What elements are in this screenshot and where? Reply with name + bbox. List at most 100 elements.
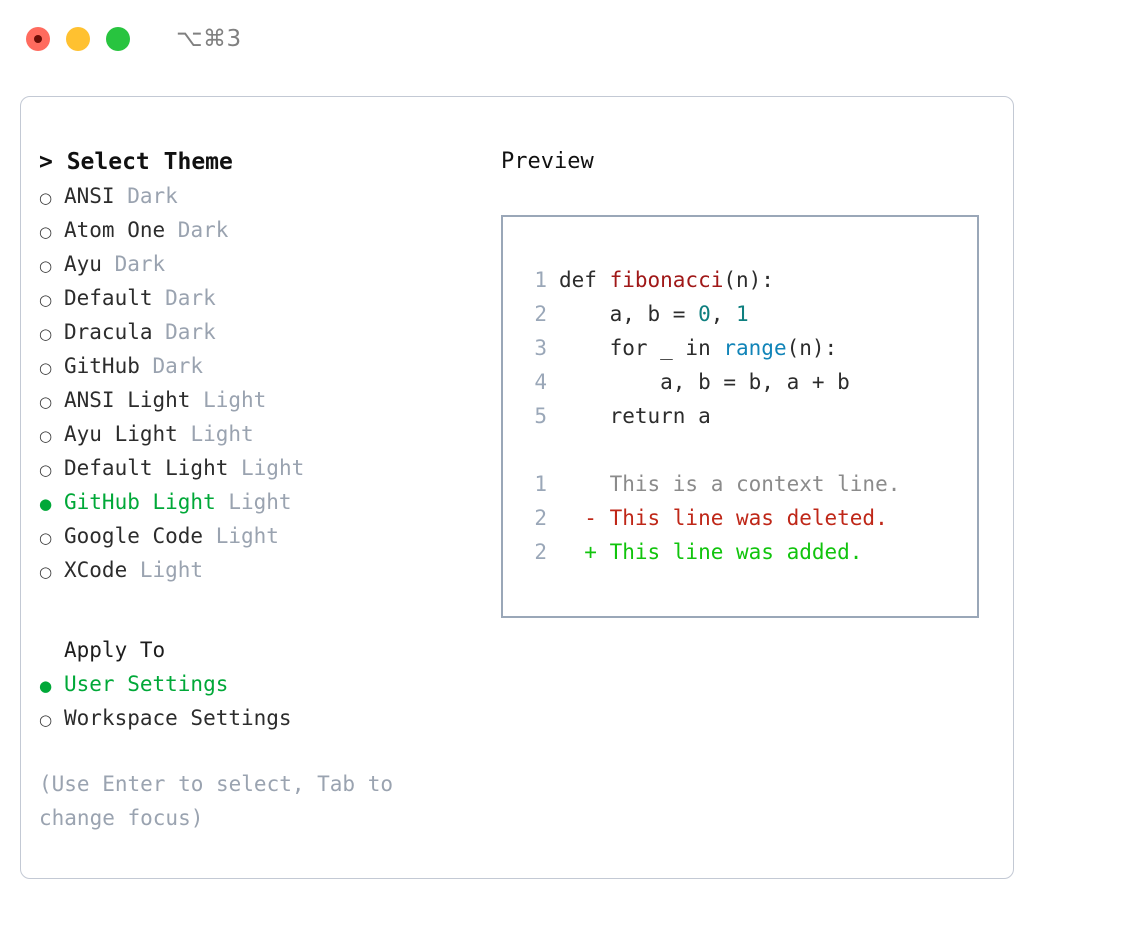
theme-list-item[interactable]: ● GitHub Light Light [39, 485, 499, 519]
close-button-icon[interactable] [26, 27, 50, 51]
theme-list-item[interactable]: ○Atom One Dark [39, 213, 499, 247]
theme-list: ○ANSI Dark○Atom One Dark○Ayu Dark○Defaul… [39, 179, 499, 587]
radio-unselected-icon[interactable]: ○ [39, 427, 53, 445]
theme-name-label: GitHub Light [64, 490, 216, 514]
code-token-num: 1 [736, 302, 749, 326]
diff-line-number: 2 [534, 540, 547, 564]
code-line-number: 1 [534, 268, 547, 292]
theme-list-item[interactable]: ○Google Code Light [39, 519, 499, 553]
code-token-num: 0 [698, 302, 711, 326]
theme-list-item[interactable]: ○ XCode Light [39, 553, 499, 587]
radio-unselected-icon[interactable]: ○ [39, 257, 53, 275]
theme-name-label: Google Code [64, 524, 204, 548]
theme-list-item[interactable]: ○ Ayu Dark [39, 247, 499, 281]
code-line-content: def fibonacci(n): [559, 263, 774, 297]
radio-selected-icon[interactable]: ● [39, 495, 53, 513]
code-token-plain: return a [609, 404, 711, 428]
diff-line-number: 2 [534, 506, 547, 530]
theme-name-label: ANSI [64, 184, 115, 208]
apply-to-label: User Settings [64, 672, 229, 696]
diff-line-content-ctx: This is a context line. [559, 472, 901, 496]
radio-unselected-icon[interactable]: ○ [39, 563, 53, 581]
theme-variant-badge: Dark [165, 218, 229, 242]
theme-name-label: XCode [64, 558, 128, 582]
code-line-content: return a [559, 399, 711, 433]
select-theme-heading: > Select Theme [39, 149, 233, 175]
panel-columns: > Select Theme ○ANSI Dark○Atom One Dark○… [21, 97, 1013, 878]
theme-list-item[interactable]: ○ ANSI Dark [39, 179, 499, 213]
theme-name-label: ANSI Light [64, 388, 191, 412]
code-token-plain: (n): [786, 336, 838, 360]
radio-unselected-icon[interactable]: ○ [39, 325, 53, 343]
zoom-button-icon[interactable] [106, 27, 130, 51]
theme-name-label: Default Light [64, 456, 229, 480]
diff-line: 2 + This line was added. [521, 535, 977, 569]
keyboard-shortcut-label: ⌥⌘3 [176, 25, 242, 52]
apply-to-list: ● User Settings ○Workspace Settings [39, 667, 499, 735]
main-panel: > Select Theme ○ANSI Dark○Atom One Dark○… [20, 96, 1014, 879]
theme-variant-badge: Dark [114, 184, 178, 208]
code-token-kw: range [723, 336, 787, 360]
code-line-number: 2 [534, 302, 547, 326]
radio-selected-icon[interactable]: ● [39, 677, 53, 695]
radio-unselected-icon[interactable]: ○ [39, 529, 53, 547]
radio-unselected-icon[interactable]: ○ [39, 189, 53, 207]
code-token-plain: , [710, 302, 737, 326]
apply-to-option[interactable]: ● User Settings [39, 667, 499, 701]
left-column: > Select Theme ○ANSI Dark○Atom One Dark○… [39, 145, 499, 835]
diff-sample: 1 This is a context line.2 - This line w… [521, 467, 977, 569]
radio-unselected-icon[interactable]: ○ [39, 711, 53, 729]
code-line: 2 a, b = 0, 1 [521, 297, 977, 331]
radio-unselected-icon[interactable]: ○ [39, 461, 53, 479]
spacer [39, 587, 499, 633]
diff-line: 2 - This line was deleted. [521, 501, 977, 535]
theme-variant-badge: Dark [101, 252, 166, 276]
keyboard-hint-text: (Use Enter to select, Tab to change focu… [39, 772, 406, 830]
preview-heading: Preview [501, 149, 594, 174]
theme-list-item[interactable]: ○Ayu Light Light [39, 417, 499, 451]
theme-name-label: Dracula [64, 320, 153, 344]
theme-name-label: GitHub [64, 354, 140, 378]
theme-variant-badge: Light [127, 558, 204, 582]
radio-unselected-icon[interactable]: ○ [39, 393, 53, 411]
code-line-number: 3 [534, 336, 547, 360]
theme-list-item[interactable]: ○ Default Light Light [39, 451, 499, 485]
diff-line: 1 This is a context line. [521, 467, 977, 501]
code-token-plain: a, b = b, a + b [660, 370, 850, 394]
theme-variant-badge: Dark [139, 354, 204, 378]
theme-list-item[interactable]: ○ANSI Light Light [39, 383, 499, 417]
diff-line-content-del: - This line was deleted. [559, 506, 888, 530]
theme-name-label: Ayu [64, 252, 102, 276]
code-token-plain: a, b = [609, 302, 699, 326]
theme-variant-badge: Light [228, 456, 305, 480]
radio-unselected-icon[interactable]: ○ [39, 359, 53, 377]
window-titlebar: ⌥⌘3 [0, 0, 1140, 78]
window-controls [26, 27, 130, 51]
theme-list-item[interactable]: ○ GitHub Dark [39, 349, 499, 383]
code-line-content: a, b = b, a + b [559, 365, 850, 399]
code-line-content: a, b = 0, 1 [559, 297, 749, 331]
radio-unselected-icon[interactable]: ○ [39, 223, 53, 241]
code-token-plain: def [559, 268, 610, 292]
radio-unselected-icon[interactable]: ○ [39, 291, 53, 309]
theme-variant-badge: Dark [152, 286, 216, 310]
theme-list-item[interactable]: ○Dracula Dark [39, 315, 499, 349]
code-line: 4 a, b = b, a + b [521, 365, 977, 399]
minimize-button-icon[interactable] [66, 27, 90, 51]
close-dot-center-icon [34, 35, 42, 43]
code-line-number: 5 [534, 404, 547, 428]
diff-line-content-add: + This line was added. [559, 540, 863, 564]
theme-variant-badge: Light [215, 490, 292, 514]
code-line: 3 for _ in range(n): [521, 331, 977, 365]
code-token-plain: (n): [723, 268, 774, 292]
apply-to-option[interactable]: ○Workspace Settings [39, 701, 499, 735]
code-token-plain: for _ in [609, 336, 724, 360]
diff-line-number: 1 [534, 472, 547, 496]
theme-name-label: Ayu Light [64, 422, 178, 446]
spacer [521, 433, 977, 467]
code-line: 5 return a [521, 399, 977, 433]
theme-list-item[interactable]: ○Default Dark [39, 281, 499, 315]
